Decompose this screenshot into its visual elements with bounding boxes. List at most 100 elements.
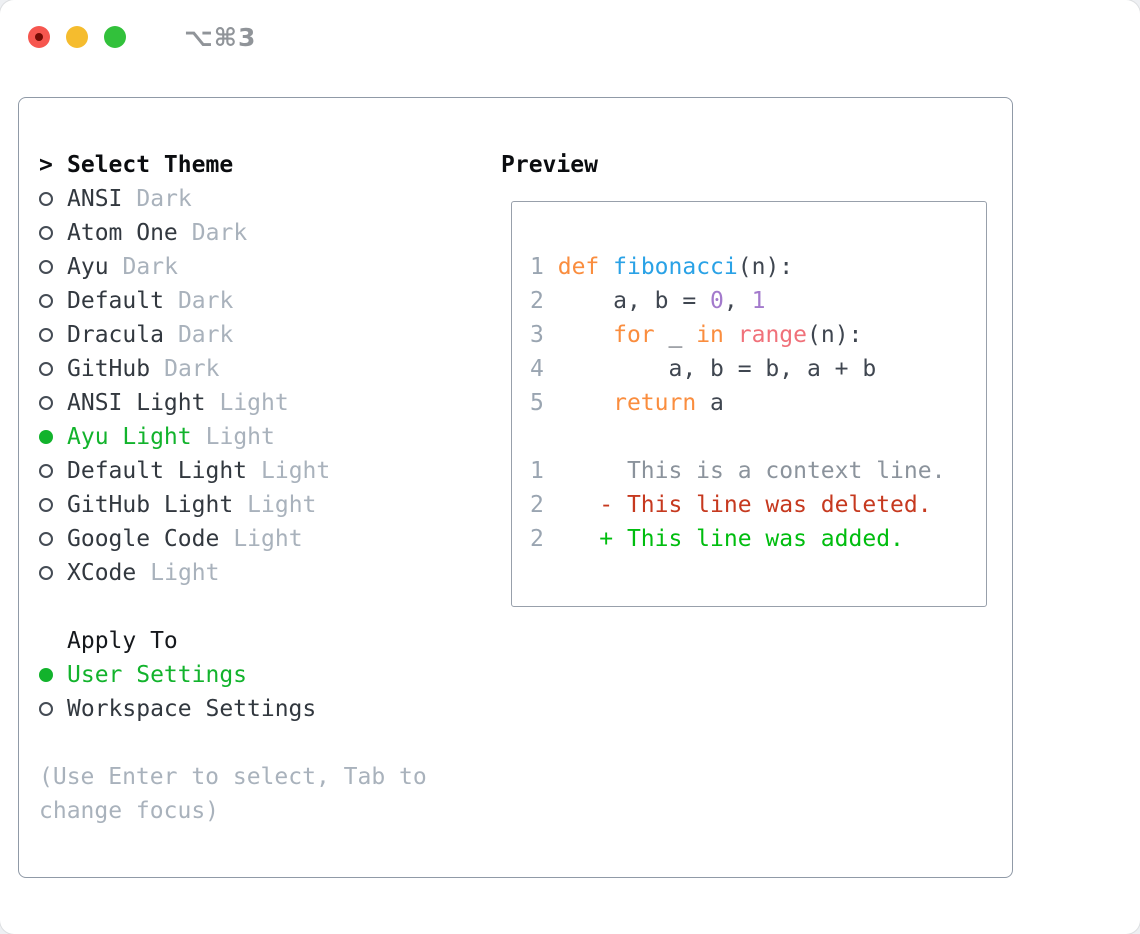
prompt-cursor-icon: >	[39, 152, 53, 178]
theme-label: Default Light	[67, 458, 248, 484]
code-line: 2 a, b = 0, 1	[530, 284, 970, 318]
theme-option-atom-one[interactable]: Atom One Dark	[39, 216, 501, 250]
theme-label: GitHub Light	[67, 492, 234, 518]
apply-option-workspace-settings[interactable]: Workspace Settings	[39, 692, 501, 726]
theme-variant-badge: Light	[219, 390, 289, 416]
minimize-button[interactable]	[66, 26, 88, 48]
code-line: 1 This is a context line.	[530, 454, 970, 488]
theme-variant-badge: Light	[233, 526, 303, 552]
radio-icon	[39, 328, 53, 342]
radio-icon	[39, 192, 53, 206]
apply-option-label: Workspace Settings	[67, 696, 317, 722]
code-token: 1	[751, 288, 766, 314]
apply-option-user-settings[interactable]: User Settings	[39, 658, 501, 692]
radio-icon	[39, 260, 53, 274]
code-token	[544, 390, 613, 416]
line-number: 2	[530, 526, 544, 552]
theme-label: GitHub	[67, 356, 151, 382]
theme-label: Ayu Light	[67, 424, 192, 450]
line-number: 1	[530, 254, 544, 280]
code-token: - This line was deleted.	[543, 492, 932, 518]
code-token: return	[613, 390, 697, 416]
radio-selected-icon	[39, 430, 53, 444]
line-number: 3	[530, 322, 544, 348]
line-number: 1	[530, 458, 544, 484]
code-token: 0	[710, 288, 724, 314]
code-line: 4 a, b = b, a + b	[530, 352, 970, 386]
theme-label: ANSI Light	[67, 390, 206, 416]
preview-heading: Preview	[501, 152, 598, 178]
theme-option-default-light[interactable]: Default Light Light	[39, 454, 501, 488]
code-token: a	[696, 390, 724, 416]
radio-selected-icon	[39, 668, 53, 682]
radio-icon	[39, 702, 53, 716]
code-token: range	[737, 322, 808, 348]
radio-icon	[39, 532, 53, 546]
theme-option-dracula[interactable]: Dracula Dark	[39, 318, 501, 352]
theme-variant-badge: Light	[261, 458, 331, 484]
line-number: 2	[530, 288, 544, 314]
code-token	[544, 322, 613, 348]
code-token	[599, 254, 613, 280]
theme-label: Atom One	[67, 220, 178, 246]
theme-variant-badge: Dark	[164, 356, 220, 382]
theme-label: Default	[67, 288, 164, 314]
code-line: 2 - This line was deleted.	[530, 488, 970, 522]
code-line	[530, 420, 970, 454]
code-token	[724, 322, 738, 348]
theme-variant-badge: Dark	[177, 322, 234, 348]
theme-option-github[interactable]: GitHub Dark	[39, 352, 501, 386]
theme-option-ansi-light[interactable]: ANSI Light Light	[39, 386, 501, 420]
theme-label: Google Code	[67, 526, 220, 552]
radio-icon	[39, 294, 53, 308]
select-theme-heading: Select Theme	[67, 152, 234, 178]
theme-variant-badge: Dark	[191, 220, 248, 246]
zoom-button[interactable]	[104, 26, 126, 48]
apply-option-label: User Settings	[67, 662, 248, 688]
code-token: ,	[723, 288, 752, 314]
theme-option-ayu-light[interactable]: Ayu Light Light	[39, 420, 501, 454]
line-number: 2	[530, 492, 544, 518]
theme-variant-badge: Dark	[136, 186, 192, 212]
theme-variant-badge: Light	[247, 492, 317, 518]
spacer	[39, 726, 501, 760]
theme-option-ansi[interactable]: ANSI Dark	[39, 182, 501, 216]
titlebar: ⌥⌘3	[0, 0, 1140, 74]
theme-variant-badge: Light	[205, 424, 275, 450]
code-token: in	[696, 322, 724, 348]
radio-icon	[39, 362, 53, 376]
radio-icon	[39, 226, 53, 240]
preview-column: Preview 1 def fibonacci(n):2 a, b = 0, 1…	[501, 148, 1014, 877]
code-token: (n):	[807, 322, 863, 348]
close-button[interactable]	[28, 26, 50, 48]
radio-icon	[39, 396, 53, 410]
theme-variant-badge: Dark	[122, 254, 178, 280]
code-line: 2 + This line was added.	[530, 522, 970, 556]
code-token: _	[654, 322, 697, 348]
theme-option-github-light[interactable]: GitHub Light Light	[39, 488, 501, 522]
code-line: 1 def fibonacci(n):	[530, 250, 970, 284]
radio-icon	[39, 566, 53, 580]
line-number: 4	[530, 356, 544, 382]
code-token: def	[557, 254, 600, 280]
radio-icon	[39, 464, 53, 478]
code-token: fibonacci	[613, 254, 738, 280]
hint-line-1: (Use Enter to select, Tab to	[39, 764, 427, 790]
radio-icon	[39, 498, 53, 512]
code-token: a, b = b, a + b	[543, 356, 877, 382]
code-token: (n):	[737, 254, 794, 280]
theme-option-google-code[interactable]: Google Code Light	[39, 522, 501, 556]
theme-label: Dracula	[67, 322, 164, 348]
code-line: 5 return a	[530, 386, 970, 420]
theme-label: ANSI	[67, 186, 123, 212]
apply-to-heading: Apply To	[67, 628, 178, 654]
